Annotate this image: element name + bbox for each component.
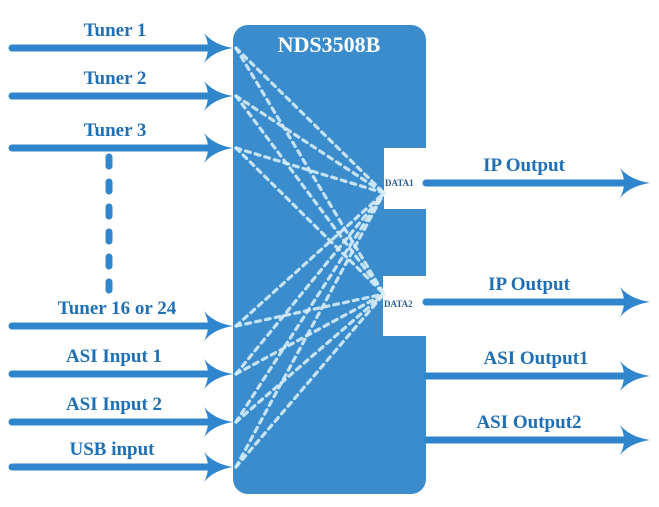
connection-input1-data1 xyxy=(234,46,386,195)
output-asi-output2-4: ASI Output2 xyxy=(422,412,650,455)
output-label: ASI Output1 xyxy=(483,348,588,369)
port-box-data2 xyxy=(383,276,426,336)
device-box xyxy=(233,25,426,494)
input-label: Tuner 3 xyxy=(84,120,147,141)
connection-input5-data2 xyxy=(234,292,386,376)
connection-input2-data2 xyxy=(234,94,386,296)
connection-input3-data2 xyxy=(234,146,386,296)
arrow-head-icon xyxy=(204,359,233,389)
input-label: ASI Input 1 xyxy=(66,346,162,367)
connection-input6-data2 xyxy=(234,292,386,424)
input-label: Tuner 16 or 24 xyxy=(58,298,177,319)
input-label: ASI Input 2 xyxy=(66,394,162,415)
arrow-head-icon xyxy=(620,425,650,455)
input-tuner-3: Tuner 3 xyxy=(8,120,233,163)
output-ip-output-1: IP Output xyxy=(422,155,650,198)
output-asi-output1-3: ASI Output1 xyxy=(422,348,650,391)
input-asi-input-1: ASI Input 1 xyxy=(8,346,233,389)
input-usb-input: USB input xyxy=(8,439,233,482)
arrow-head-icon xyxy=(204,81,233,111)
arrow-head-icon xyxy=(204,311,233,341)
output-label: IP Output xyxy=(483,155,566,176)
connection-input3-data1 xyxy=(234,146,386,195)
arrow-head-icon xyxy=(620,168,650,198)
port-box-data1 xyxy=(384,148,426,209)
arrow-head-icon xyxy=(204,33,233,63)
connection-input7-data1 xyxy=(234,191,386,469)
connection-input7-data2 xyxy=(234,292,386,469)
port-label-data1: DATA1 xyxy=(385,178,414,188)
output-label: ASI Output2 xyxy=(476,412,581,433)
input-label: USB input xyxy=(69,439,155,460)
internal-connections xyxy=(234,46,386,469)
connection-input2-data1 xyxy=(234,94,386,195)
input-tuner-1: Tuner 1 xyxy=(8,20,233,63)
arrow-head-icon xyxy=(620,361,650,391)
arrow-head-icon xyxy=(204,407,233,437)
output-ip-output-2: IP Output xyxy=(422,274,650,317)
input-label: Tuner 1 xyxy=(84,20,147,41)
connection-input6-data1 xyxy=(234,191,386,424)
input-tuner-16-or-24: Tuner 16 or 24 xyxy=(8,298,233,341)
connection-input5-data1 xyxy=(234,191,386,376)
input-label: Tuner 2 xyxy=(84,68,147,89)
arrow-head-icon xyxy=(204,452,233,482)
input-asi-input-2: ASI Input 2 xyxy=(8,394,233,437)
output-label: IP Output xyxy=(488,274,571,295)
arrow-head-icon xyxy=(204,133,233,163)
input-tuner-2: Tuner 2 xyxy=(8,68,233,111)
connection-input4-data1 xyxy=(234,191,386,328)
arrow-head-icon xyxy=(620,287,650,317)
connection-input1-data2 xyxy=(234,46,386,296)
device-title: NDS3508B xyxy=(278,32,381,57)
input-arrows: Tuner 1 Tuner 2 Tuner 3 Tuner 16 or 24 ASI I… xyxy=(8,20,233,482)
port-label-data2: DATA2 xyxy=(384,299,413,309)
